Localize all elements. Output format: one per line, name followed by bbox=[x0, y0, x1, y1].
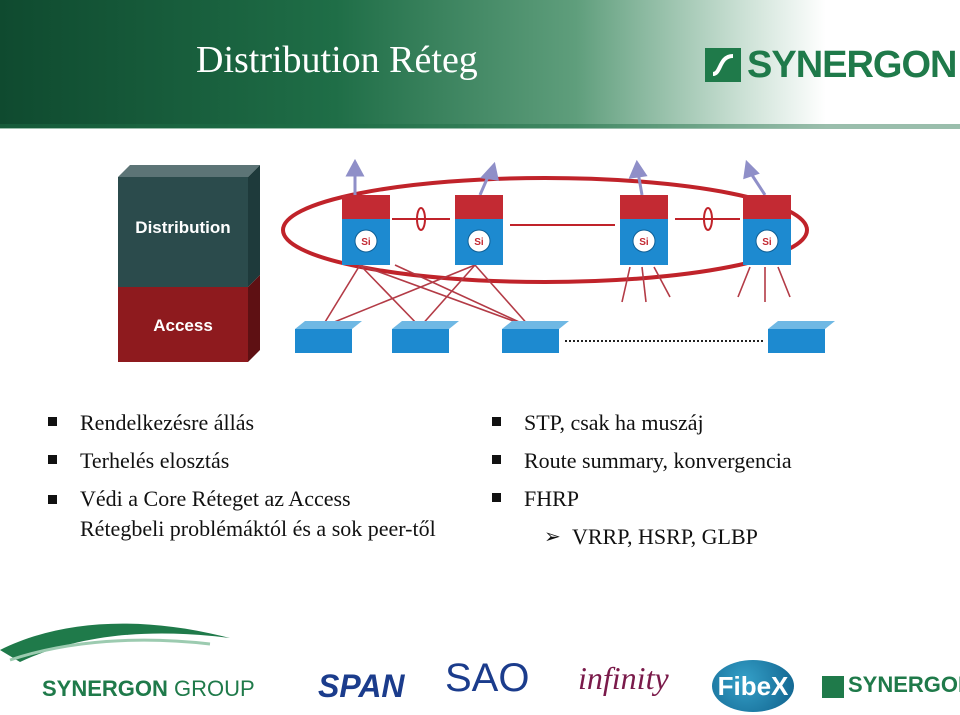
title-bar-underline bbox=[0, 124, 960, 129]
square-bullet-icon bbox=[492, 455, 501, 464]
access-layer-label: Access bbox=[153, 316, 213, 335]
list-item: Védi a Core Réteget az Access Rétegbeli … bbox=[48, 480, 438, 544]
inter-switch-links bbox=[392, 207, 740, 231]
svg-text:Si: Si bbox=[474, 237, 484, 248]
svg-text:Si: Si bbox=[762, 237, 772, 248]
square-bullet-icon bbox=[48, 455, 57, 464]
access-switches bbox=[295, 321, 835, 353]
square-bullet-icon bbox=[48, 417, 57, 426]
list-item: Terhelés elosztás bbox=[48, 442, 438, 480]
footer-wave-icon bbox=[0, 623, 230, 662]
arrow-bullet-icon: ➢ bbox=[544, 526, 561, 548]
slide-title: Distribution Réteg bbox=[196, 39, 478, 81]
distribution-layer-label: Distribution bbox=[135, 218, 230, 237]
left-bullet-list: Rendelkezésre állás Terhelés elosztás Vé… bbox=[48, 404, 438, 544]
title-bar bbox=[0, 0, 960, 128]
square-bullet-icon bbox=[492, 493, 501, 502]
distribution-switch-2: Si bbox=[455, 195, 503, 265]
right-bullet-list: STP, csak ha muszáj Route summary, konve… bbox=[492, 404, 932, 556]
footer-logos: SYNERGON GROUP SPAN SAO infinity FibeX S… bbox=[0, 610, 960, 715]
list-item: Route summary, konvergencia bbox=[492, 442, 932, 480]
fibex-logo: FibeX bbox=[712, 660, 794, 712]
list-item: FHRP bbox=[492, 480, 932, 518]
uplink-arrows bbox=[345, 158, 767, 196]
span-logo: SPAN bbox=[318, 668, 405, 704]
synergon-mark-icon bbox=[822, 676, 844, 698]
sao-logo: SAO bbox=[445, 656, 530, 700]
synergon-logo-mark-icon bbox=[705, 48, 741, 82]
distribution-switch-1: Si bbox=[342, 195, 390, 265]
svg-text:Si: Si bbox=[361, 237, 371, 248]
synergon-group-logo: SYNERGON GROUP bbox=[42, 676, 255, 701]
access-layer-block: Access bbox=[118, 275, 260, 362]
svg-text:Si: Si bbox=[639, 237, 649, 248]
distribution-switch-4: Si bbox=[743, 195, 791, 265]
access-links bbox=[321, 264, 791, 328]
sub-list-item: ➢ VRRP, HSRP, GLBP bbox=[492, 518, 932, 556]
square-bullet-icon bbox=[48, 495, 57, 504]
redundancy-ring bbox=[281, 176, 809, 284]
distribution-switch-3: Si bbox=[620, 195, 668, 265]
infinity-logo: infinity bbox=[578, 660, 669, 696]
list-item: Rendelkezésre állás bbox=[48, 404, 438, 442]
distribution-layer-block: Distribution bbox=[118, 165, 260, 287]
synergon-logo: SYNERGON bbox=[705, 44, 957, 90]
network-diagram: Distribution Access bbox=[110, 137, 850, 372]
synergon-logo-text: SYNERGON bbox=[747, 44, 957, 86]
square-bullet-icon bbox=[492, 417, 501, 426]
list-item: STP, csak ha muszáj bbox=[492, 404, 932, 442]
